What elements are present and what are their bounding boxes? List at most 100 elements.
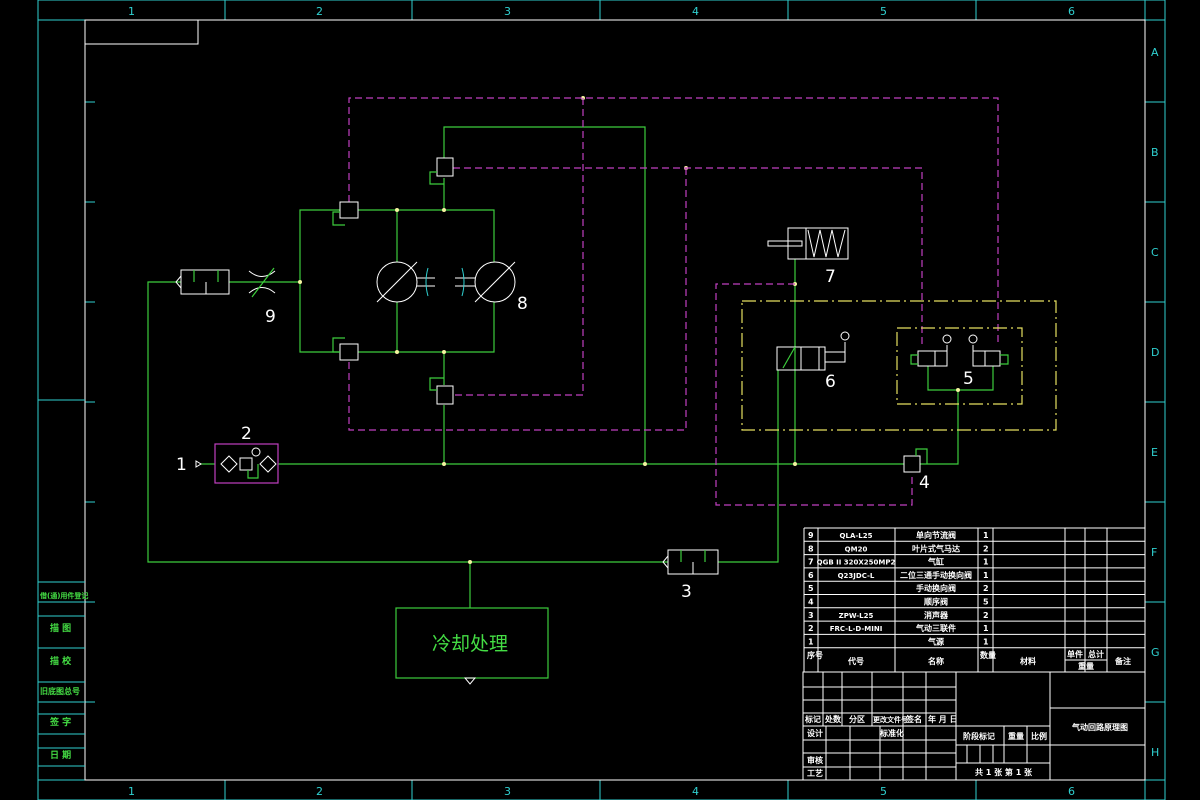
cooling-box-label: 冷却处理 (432, 633, 508, 655)
part-name: 消声器 (924, 610, 949, 620)
tb-weight: 重量 (1008, 731, 1024, 741)
part-name: 气缸 (927, 557, 944, 567)
part-code: Q23JDC-L (838, 572, 875, 580)
part-name: 气源 (927, 636, 944, 646)
column-label: 3 (504, 785, 511, 798)
parts-row: 4 顺序阀 5 (808, 597, 989, 607)
throttle-valve-9 (248, 267, 276, 298)
manual-valve-6 (776, 331, 850, 371)
part-code: QGB II 320X250MP2 (817, 559, 896, 567)
part-no: 6 (808, 571, 814, 580)
component-labels: 1 2 3 4 5 6 7 8 9 (176, 267, 974, 602)
header-code: 代号 (847, 656, 864, 666)
silencer-left (175, 269, 230, 295)
row-label: H (1151, 746, 1159, 759)
part-no: 2 (808, 624, 814, 633)
column-label: 4 (692, 785, 699, 798)
part-name: 叶片式气马达 (912, 543, 960, 553)
part-qty: 1 (983, 637, 989, 646)
air-source-1 (195, 460, 202, 468)
side-label: 描 校 (50, 655, 72, 667)
part-code: QLA-L25 (840, 532, 873, 540)
part-qty: 5 (983, 598, 989, 607)
part-code: ZPW-L25 (839, 612, 874, 620)
part-qty: 1 (983, 558, 989, 567)
tb-zone: 分区 (849, 714, 865, 724)
pilot-lines (214, 97, 999, 506)
parts-row: 5 手动换向阀 2 (808, 583, 989, 593)
header-name: 名称 (928, 656, 944, 666)
label-9: 9 (265, 307, 276, 327)
side-label: 日 期 (50, 749, 71, 761)
part-name: 气动三联件 (915, 623, 956, 633)
header-total: 总计 (1088, 649, 1104, 659)
control-panel-boundary (741, 300, 1057, 431)
column-label: 2 (316, 5, 323, 18)
side-strip: 借(通)用件登记 描 图 描 校 旧底图总号 签 字 日 期 (38, 581, 88, 767)
label-5: 5 (963, 369, 974, 389)
header-single: 单件 (1067, 649, 1083, 659)
tb-sheets: 共 1 张 第 1 张 (975, 767, 1033, 777)
part-name: 顺序阀 (924, 597, 948, 607)
column-label: 1 (128, 785, 135, 798)
part-qty: 2 (983, 584, 989, 593)
air-service-unit-2 (220, 447, 277, 479)
label-1: 1 (176, 455, 187, 475)
tb-doc: 更改文件号 (873, 715, 908, 724)
side-label: 描 图 (50, 622, 71, 634)
part-qty: 2 (983, 611, 989, 620)
part-no: 8 (808, 544, 814, 553)
row-label: F (1151, 546, 1157, 559)
label-2: 2 (241, 424, 252, 444)
parts-row: 1 气源 1 (808, 636, 989, 646)
part-no: 5 (808, 584, 814, 593)
column-label: 2 (316, 785, 323, 798)
part-qty: 1 (983, 571, 989, 580)
column-label: 4 (692, 5, 699, 18)
tb-stage: 阶段标记 (963, 731, 995, 741)
part-no: 9 (808, 531, 814, 540)
tb-count: 处数 (824, 714, 842, 724)
row-label: A (1151, 46, 1159, 59)
part-no: 7 (808, 558, 814, 567)
part-name: 单向节流阀 (916, 530, 956, 540)
part-no: 4 (808, 598, 814, 607)
title-block: 标记 处数 分区 更改文件号 签名 年 月 日 设计 标准化 审核 工艺 阶段标… (802, 671, 1146, 781)
cooling-box: 冷却处理 (395, 607, 549, 685)
tb-review: 审核 (807, 755, 823, 765)
label-4: 4 (919, 473, 930, 493)
part-code: QM20 (845, 545, 868, 553)
column-label: 5 (880, 5, 887, 18)
part-no: 1 (808, 637, 814, 646)
air-cylinder-7 (767, 227, 849, 260)
tb-date: 年 月 日 (928, 714, 958, 724)
header-weight: 重量 (1078, 661, 1094, 671)
tb-sign: 签名 (905, 714, 922, 724)
header-qty: 数量 (980, 650, 996, 660)
column-label: 5 (880, 785, 887, 798)
label-6: 6 (825, 372, 836, 392)
silencer-3 (662, 549, 719, 575)
row-label: B (1151, 146, 1159, 159)
row-label: D (1151, 346, 1159, 359)
tb-mark: 标记 (804, 714, 821, 724)
column-label: 1 (128, 5, 135, 18)
header-material: 材料 (1020, 656, 1036, 666)
side-label: 借(通)用件登记 (39, 591, 88, 600)
part-name: 手动换向阀 (916, 583, 956, 593)
label-3: 3 (681, 582, 692, 602)
check-valve (332, 157, 454, 405)
row-label: C (1151, 246, 1159, 259)
side-label: 旧底图总号 (40, 686, 80, 696)
tb-process: 工艺 (807, 768, 823, 778)
row-label: G (1151, 646, 1160, 659)
column-label: 6 (1068, 5, 1075, 18)
part-code: FRC-L-D-MINI (830, 625, 883, 633)
label-7: 7 (825, 267, 836, 287)
